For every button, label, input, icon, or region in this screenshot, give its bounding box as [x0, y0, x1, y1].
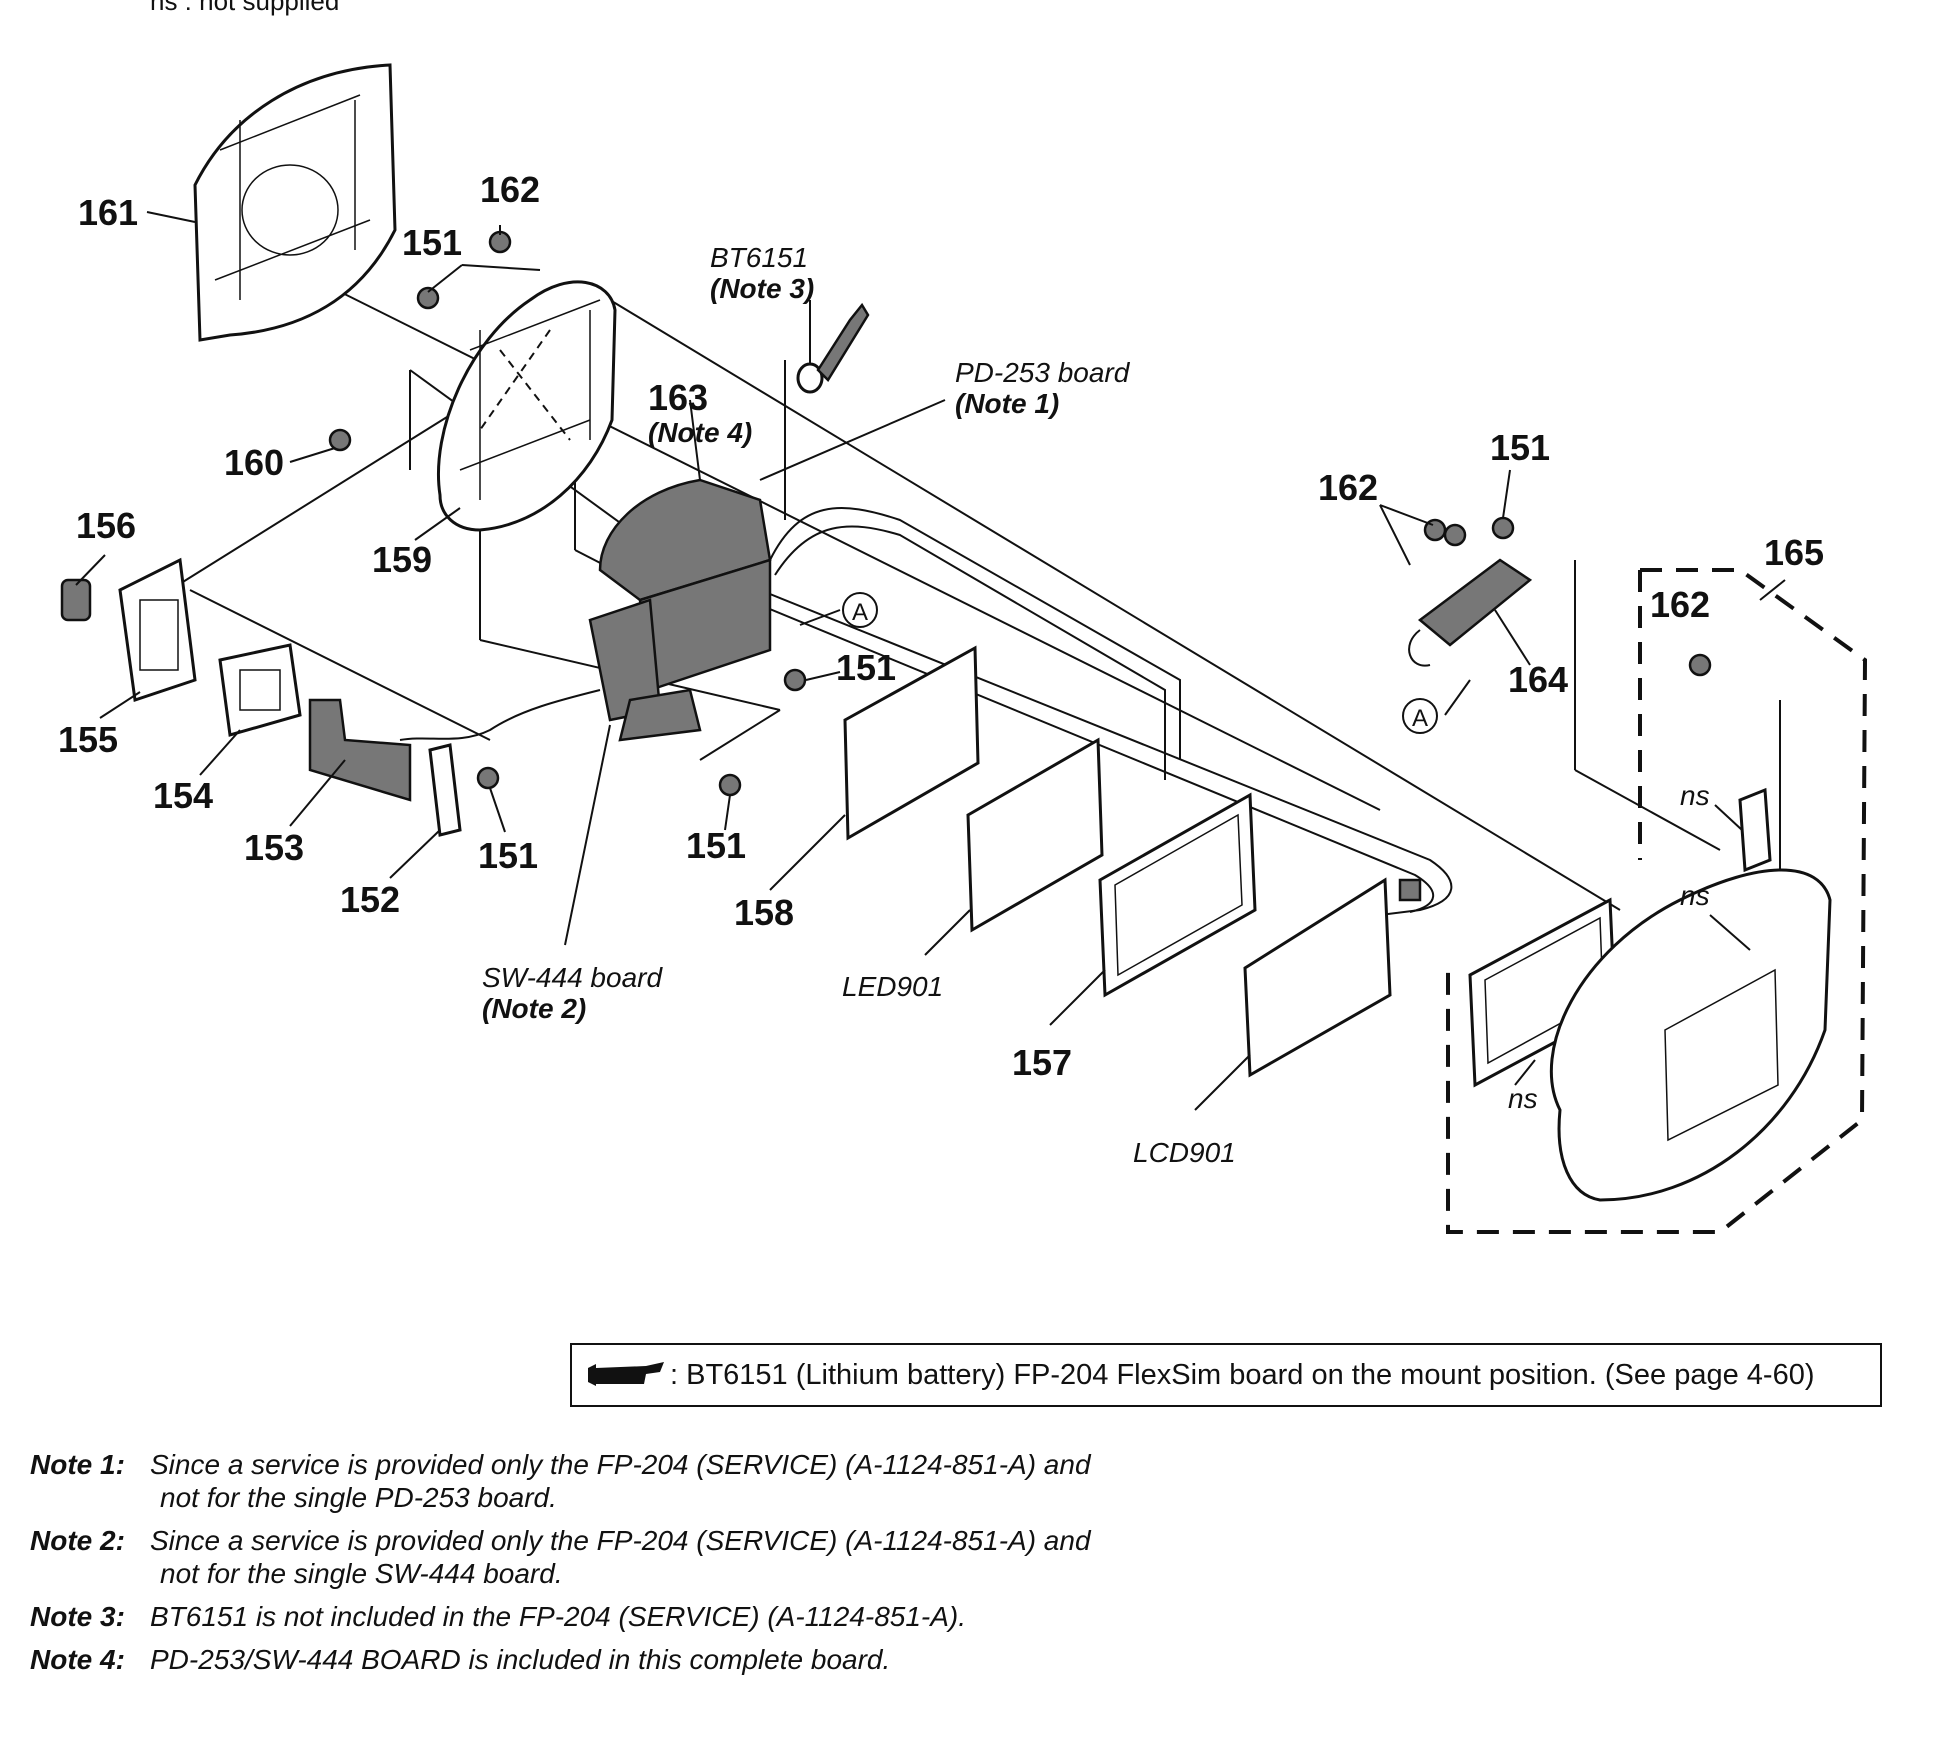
callout-151: 151: [478, 835, 538, 876]
label-bt6151: BT6151: [710, 242, 808, 273]
label-ns: ns: [1680, 780, 1710, 811]
label-led901: LED901: [842, 971, 943, 1002]
label-note1: (Note 1): [955, 388, 1059, 419]
callout-162: 162: [1650, 584, 1710, 625]
callout-151: 151: [836, 647, 896, 688]
label-pd253: PD-253 board: [955, 357, 1131, 388]
callout-159: 159: [372, 539, 432, 580]
notes-section: Note 1: Since a service is provided only…: [30, 1448, 1330, 1686]
part-154: [218, 643, 302, 737]
battery-legend: : BT6151 (Lithium battery) FP-204 FlexSi…: [570, 1343, 1882, 1407]
callout-154: 154: [153, 775, 213, 816]
note-key: Note 3:: [30, 1601, 125, 1632]
note-key: Note 1:: [30, 1449, 125, 1480]
callout-153: 153: [244, 827, 304, 868]
callout-151: 151: [402, 222, 462, 263]
callout-160: 160: [224, 442, 284, 483]
part-155: [118, 557, 197, 702]
part-led901-sheet: [966, 737, 1104, 933]
label-lcd901: LCD901: [1133, 1137, 1236, 1168]
label-sw444: SW-444 board: [482, 962, 663, 993]
note-text: Since a service is provided only the FP-…: [150, 1449, 1091, 1480]
callout-161: 161: [78, 192, 138, 233]
exploded-view-diagram: A A 161 162 151 160 159 156 155 154 153 …: [58, 63, 1868, 1234]
note-1: Note 1: Since a service is provided only…: [30, 1448, 1330, 1514]
part-152: [428, 743, 462, 837]
callout-156: 156: [76, 505, 136, 546]
callout-165: 165: [1764, 532, 1824, 573]
callout-158: 158: [734, 892, 794, 933]
label-note4: (Note 4): [648, 417, 752, 448]
part-157-frame: [1098, 792, 1257, 998]
part-156: [60, 578, 92, 622]
label-note3: (Note 3): [710, 273, 814, 304]
callout-152: 152: [340, 879, 400, 920]
note-text: BT6151 is not included in the FP-204 (SE…: [150, 1601, 967, 1632]
guide-lines: [169, 221, 1781, 960]
callout-151: 151: [686, 825, 746, 866]
part-153: [308, 698, 412, 802]
note-4: Note 4: PD-253/SW-444 BOARD is included …: [30, 1643, 1330, 1676]
label-note2: (Note 2): [482, 993, 586, 1024]
part-158-sheet: [843, 645, 980, 841]
ref-a-label-2: A: [1412, 705, 1428, 732]
legend-text: : BT6151 (Lithium battery) FP-204 FlexSi…: [670, 1358, 1815, 1391]
note-3: Note 3: BT6151 is not included in the FP…: [30, 1600, 1330, 1633]
label-ns: ns: [1508, 1083, 1538, 1114]
note-2: Note 2: Since a service is provided only…: [30, 1524, 1330, 1590]
screws: [328, 230, 1712, 797]
callout-164: 164: [1508, 659, 1568, 700]
label-ns: ns: [1680, 880, 1710, 911]
part-lcd901: [1243, 877, 1422, 1078]
part-159-plate: [437, 280, 617, 532]
ref-circle-a-2: A: [1402, 698, 1438, 734]
note-text: PD-253/SW-444 BOARD is included in this …: [150, 1644, 891, 1675]
callout-157: 157: [1012, 1042, 1072, 1083]
leader-lines: [75, 211, 1786, 1111]
not-supplied-note: ns : not supplied: [150, 0, 340, 16]
callout-151: 151: [1490, 427, 1550, 468]
part-165-cover: [1446, 568, 1868, 1234]
battery-bt6151: [796, 302, 870, 394]
note-key: Note 4:: [30, 1644, 125, 1675]
part-161-plate: [193, 63, 397, 342]
ref-a-label-1: A: [852, 599, 868, 626]
part-164-hinge: [1408, 558, 1533, 667]
note-text: Since a service is provided only the FP-…: [150, 1525, 1091, 1556]
callout-numbers: 161 162 151 160 159 156 155 154 153 152 …: [58, 169, 1824, 1083]
ref-circle-a-1: A: [842, 592, 878, 628]
note-text-continued: not for the single PD-253 board.: [160, 1482, 557, 1513]
callout-162: 162: [480, 169, 540, 210]
note-text-continued: not for the single SW-444 board.: [160, 1558, 563, 1589]
note-key: Note 2:: [30, 1525, 125, 1556]
callout-163: 163: [648, 377, 708, 418]
part-labels: BT6151 (Note 3) PD-253 board (Note 1) (N…: [482, 242, 1710, 1168]
part-163-board: [588, 478, 772, 742]
flex-cables: [399, 507, 1453, 916]
callout-155: 155: [58, 719, 118, 760]
callout-162: 162: [1318, 467, 1378, 508]
battery-icon: [588, 1362, 664, 1386]
